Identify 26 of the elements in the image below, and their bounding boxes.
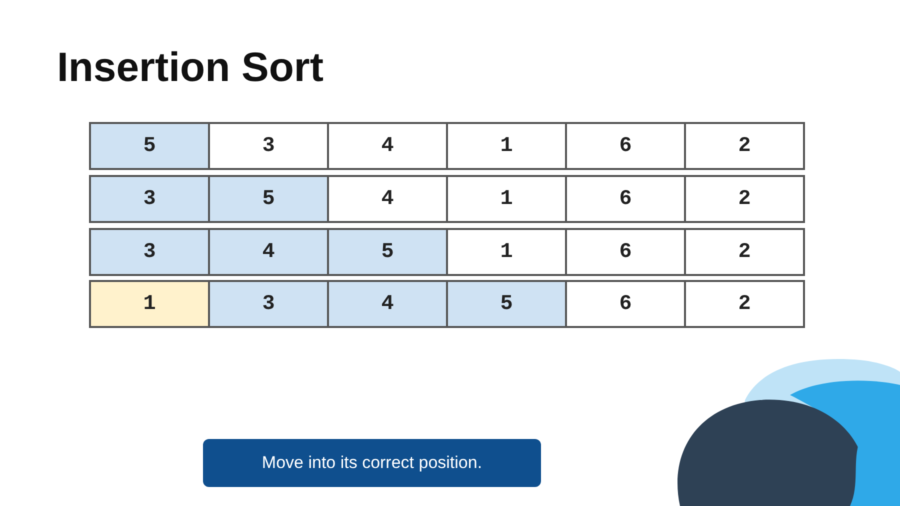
table-cell: 6 [565, 175, 686, 223]
table-cell: 1 [446, 122, 567, 170]
table-cell: 4 [327, 175, 448, 223]
caption-banner: Move into its correct position. [203, 439, 541, 487]
table-cell: 2 [684, 122, 805, 170]
table-cell: 2 [684, 175, 805, 223]
table-cell: 3 [208, 280, 329, 328]
table-cell: 6 [565, 228, 686, 276]
table-cell: 6 [565, 122, 686, 170]
table-cell: 1 [89, 280, 210, 328]
table-cell: 6 [565, 280, 686, 328]
table-cell: 3 [89, 228, 210, 276]
slide-title: Insertion Sort [57, 44, 324, 91]
table-cell: 5 [208, 175, 329, 223]
table-cell: 4 [327, 122, 448, 170]
table-cell: 1 [446, 175, 567, 223]
table-cell: 4 [327, 280, 448, 328]
table-cell: 3 [89, 175, 210, 223]
table-cell: 4 [208, 228, 329, 276]
table-cell: 1 [446, 228, 567, 276]
table-cell: 5 [327, 228, 448, 276]
table-cell: 3 [208, 122, 329, 170]
table-cell: 5 [89, 122, 210, 170]
table-cell: 2 [684, 280, 805, 328]
table-cell: 5 [446, 280, 567, 328]
table-cell: 2 [684, 228, 805, 276]
